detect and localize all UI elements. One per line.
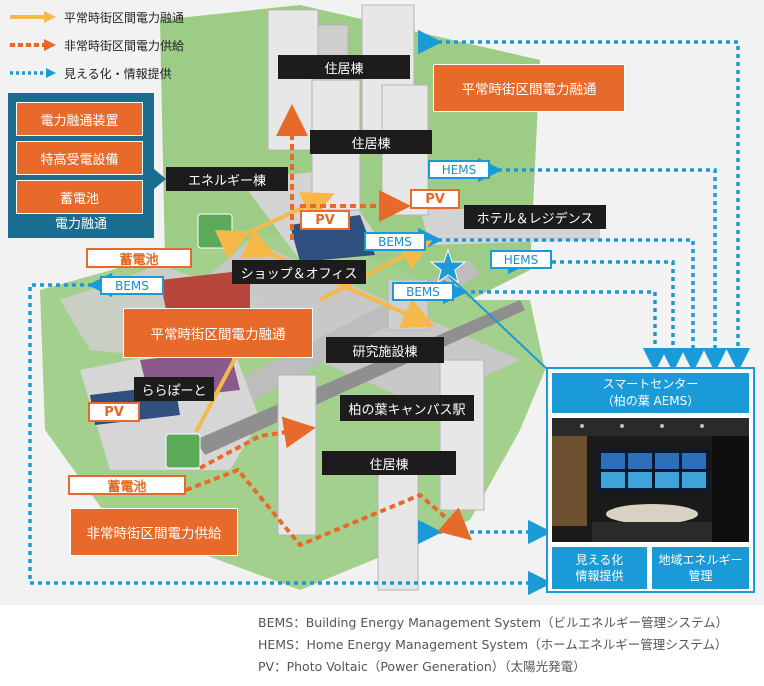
tag-battery-lalaport: 蓄電池 xyxy=(68,475,186,495)
tag-pv-center: PV xyxy=(300,210,350,230)
diagram-frame: 平常時街区間電力融通 非常時街区間電力供給 見える化・情報提供 電力融通装置 特… xyxy=(0,0,764,605)
callout-fusion-mid: 平常時街区間電力融通 xyxy=(123,308,313,358)
tag-pv-right: PV xyxy=(410,189,460,209)
label-residence-mid: 住居棟 xyxy=(310,130,432,154)
blue-dotted-arrow-icon xyxy=(10,68,56,78)
smart-center-title-line1: スマートセンター xyxy=(602,377,699,391)
visualization-button: 見える化 情報提供 xyxy=(552,547,647,589)
tag-pv-lalaport: PV xyxy=(88,402,140,422)
smart-center: スマートセンター （柏の葉 AEMS） xyxy=(546,367,755,593)
label-lalaport: ららぽーと xyxy=(134,377,214,401)
legend-visualization: 見える化・情報提供 xyxy=(10,64,172,82)
tag-hems-top: HEMS xyxy=(428,160,490,179)
footnotes: BEMS：Building Energy Management System（ビ… xyxy=(258,612,728,678)
legend-normal-fusion-label: 平常時街区間電力融通 xyxy=(64,10,185,25)
smart-center-title-line2: （柏の葉 AEMS） xyxy=(601,394,700,408)
footnote-pv: PV：Photo Voltaic（Power Generation）（太陽光発電… xyxy=(258,659,586,674)
panel-footer: 電力融通 xyxy=(54,217,107,232)
tag-bems-lower: BEMS xyxy=(392,282,454,301)
orange-dotted-arrow-icon xyxy=(10,39,56,51)
label-residence-top: 住居棟 xyxy=(278,55,410,79)
tag-bems-center: BEMS xyxy=(364,232,426,251)
emergency-links xyxy=(185,104,473,548)
star-icon xyxy=(429,248,467,284)
legend-visualization-label: 見える化・情報提供 xyxy=(64,66,172,81)
label-research: 研究施設棟 xyxy=(326,337,444,363)
tag-battery-energy: 蓄電池 xyxy=(86,248,192,268)
tag-hems-right: HEMS xyxy=(490,250,552,269)
yellow-arrow-icon xyxy=(10,11,56,23)
footnote-bems: BEMS：Building Energy Management System（ビ… xyxy=(258,615,729,630)
callout-fusion-top: 平常時街区間電力融通 xyxy=(433,64,625,112)
panel-pointer xyxy=(154,169,166,189)
label-shop-office: ショップ＆オフィス xyxy=(232,260,366,284)
visualization-button-line1: 見える化 xyxy=(575,553,624,567)
visualization-button-line2: 情報提供 xyxy=(575,569,624,583)
panel-item-fusion-device: 電力融通装置 xyxy=(16,102,143,136)
energy-management-button-line1: 地域エネルギー xyxy=(658,553,743,567)
label-energy-building: エネルギー棟 xyxy=(166,167,288,191)
callout-emergency-bottom: 非常時街区間電力供給 xyxy=(70,508,238,556)
legend-emergency-supply-label: 非常時街区間電力供給 xyxy=(64,38,185,53)
control-room-image xyxy=(552,418,749,542)
footnote-hems: HEMS：Home Energy Management System（ホームエネ… xyxy=(258,637,728,652)
legend-emergency-supply: 非常時街区間電力供給 xyxy=(10,36,184,54)
control-room-photo xyxy=(552,418,749,542)
panel-item-battery: 蓄電池 xyxy=(16,180,143,214)
power-fusion-panel: 電力融通装置 特高受電設備 蓄電池 電力融通 xyxy=(8,93,154,238)
energy-management-button: 地域エネルギー 管理 xyxy=(652,547,749,589)
smart-center-title: スマートセンター （柏の葉 AEMS） xyxy=(552,373,749,413)
label-hotel: ホテル＆レジデンス xyxy=(464,205,606,229)
label-residence-bottom: 住居棟 xyxy=(322,451,456,475)
legend-normal-fusion: 平常時街区間電力融通 xyxy=(10,8,184,26)
tag-bems-left: BEMS xyxy=(100,276,164,295)
energy-management-button-line2: 管理 xyxy=(688,569,713,583)
label-station: 柏の葉キャンパス駅 xyxy=(340,395,474,421)
panel-item-substation: 特高受電設備 xyxy=(16,141,143,175)
